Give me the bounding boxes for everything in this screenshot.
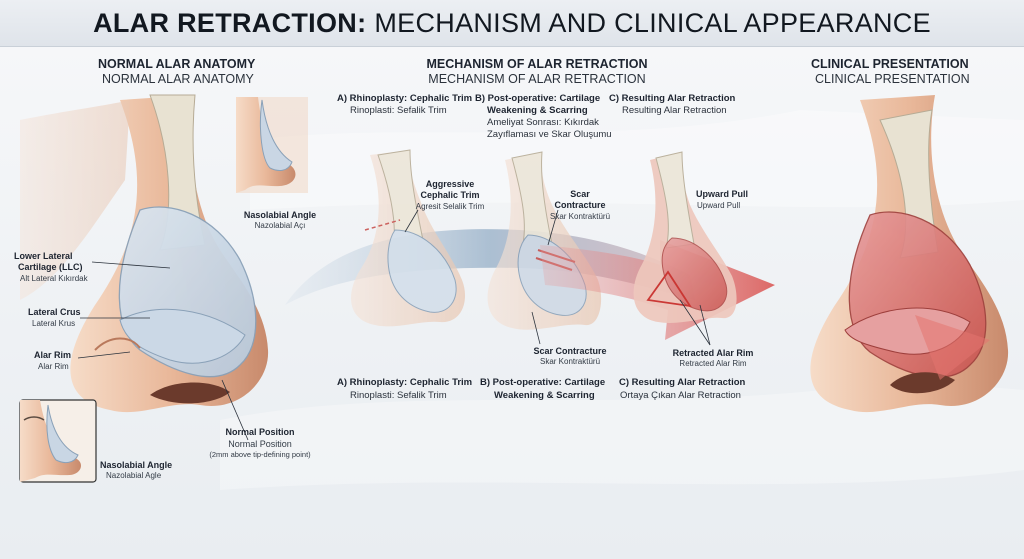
scar-top-sub: Skar Kontraktürü bbox=[549, 212, 611, 221]
normal-nose-illustration bbox=[20, 94, 269, 413]
left-heading: NORMAL ALAR ANATOMY bbox=[98, 57, 256, 71]
bottom-step-b-label-line1: B) Post-operative: Cartilage bbox=[480, 377, 606, 388]
top-step-c-sub: Resulting Alar Retraction bbox=[622, 105, 727, 116]
scar-top-label-line1: Scar bbox=[570, 189, 590, 199]
nasolabial-angle-top-label: Nasolabial Angle bbox=[243, 210, 317, 220]
lateral-crus-sub: Lateral Krus bbox=[32, 319, 76, 328]
aggressive-trim-label-line2: Cephalic Trim bbox=[420, 190, 480, 200]
top-step-a-sub: Rinoplasti: Sefalik Trim bbox=[350, 105, 447, 116]
right-subheading: CLINICAL PRESENTATION bbox=[815, 72, 970, 86]
upward-pull-label: Upward Pull bbox=[696, 189, 749, 199]
aggressive-trim-label-line1: Aggressive bbox=[425, 179, 475, 189]
step-a-nose bbox=[351, 149, 466, 327]
bottom-step-c-sub: Ortaya Çıkan Alar Retraction bbox=[620, 390, 741, 401]
nasolabial-angle-top-sub: Nazolabial Açı bbox=[254, 221, 306, 230]
bottom-step-b-label-line2: Weakening & Scarring bbox=[494, 390, 595, 401]
title-bold: ALAR RETRACTION: bbox=[93, 7, 367, 38]
nasolabial-profile-top bbox=[236, 97, 308, 193]
top-step-b-label-line1: B) Post-operative: Cartilage bbox=[475, 93, 601, 104]
top-step-a-label: A) Rhinoplasty: Cephalic Trim bbox=[337, 93, 473, 104]
middle-subheading: MECHANISM OF ALAR RETRACTION bbox=[428, 72, 646, 86]
llc-label-line2: Cartilage (LLC) bbox=[18, 262, 83, 272]
normal-position-sub: Normal Position bbox=[228, 439, 292, 449]
step-c-nose bbox=[633, 151, 737, 323]
left-subheading: NORMAL ALAR ANATOMY bbox=[102, 72, 254, 86]
bottom-step-c-label: C) Resulting Alar Retraction bbox=[619, 377, 746, 388]
nasolabial-inset bbox=[19, 399, 97, 483]
retracted-rim-sub: Retracted Alar Rim bbox=[679, 359, 747, 368]
upward-pull-sub: Upward Pull bbox=[697, 201, 741, 210]
scar-bottom-sub: Skar Kontraktürü bbox=[539, 357, 601, 366]
llc-sub: Alt Lateral Kıkırdak bbox=[20, 274, 88, 283]
llc-label-line1: Lower Lateral bbox=[14, 251, 73, 261]
right-heading: CLINICAL PRESENTATION bbox=[811, 57, 969, 71]
title-rest: MECHANISM AND CLINICAL APPEARANCE bbox=[374, 7, 931, 38]
bottom-step-a-label: A) Rhinoplasty: Cephalic Trim bbox=[337, 377, 473, 388]
top-step-b-label-line2: Weakening & Scarring bbox=[487, 105, 588, 116]
normal-position-note: (2mm above tip-defining point) bbox=[209, 450, 311, 459]
retracted-rim-label: Retracted Alar Rim bbox=[672, 348, 754, 358]
top-step-c-label: C) Resulting Alar Retraction bbox=[609, 93, 736, 104]
alar-rim-sub: Alar Rim bbox=[38, 362, 69, 371]
alar-rim-label: Alar Rim bbox=[34, 350, 72, 360]
page-title: ALAR RETRACTION: MECHANISM AND CLINICAL … bbox=[0, 0, 1024, 47]
leader-lines bbox=[77, 209, 711, 441]
clinical-nose-illustration bbox=[810, 95, 1009, 413]
bottom-step-a-sub: Rinoplasti: Sefalik Trim bbox=[350, 390, 447, 401]
middle-heading: MECHANISM OF ALAR RETRACTION bbox=[426, 57, 648, 71]
lateral-crus-label: Lateral Crus bbox=[28, 307, 81, 317]
aggressive-trim-sub: Agresit Selalik Trim bbox=[415, 202, 485, 211]
top-step-b-sub-line2: Zayıflaması ve Skar Oluşumu bbox=[487, 129, 612, 140]
normal-position-label: Normal Position bbox=[225, 427, 295, 437]
nasolabial-angle-bottom-sub: Nazolabial Agle bbox=[106, 471, 162, 480]
nasolabial-angle-bottom-label: Nasolabial Angle bbox=[100, 460, 173, 470]
scar-top-label-line2: Contracture bbox=[554, 200, 606, 210]
top-step-b-sub-line1: Ameliyat Sonrası: Kıkırdak bbox=[487, 117, 599, 128]
scar-bottom-label: Scar Contracture bbox=[533, 346, 607, 356]
